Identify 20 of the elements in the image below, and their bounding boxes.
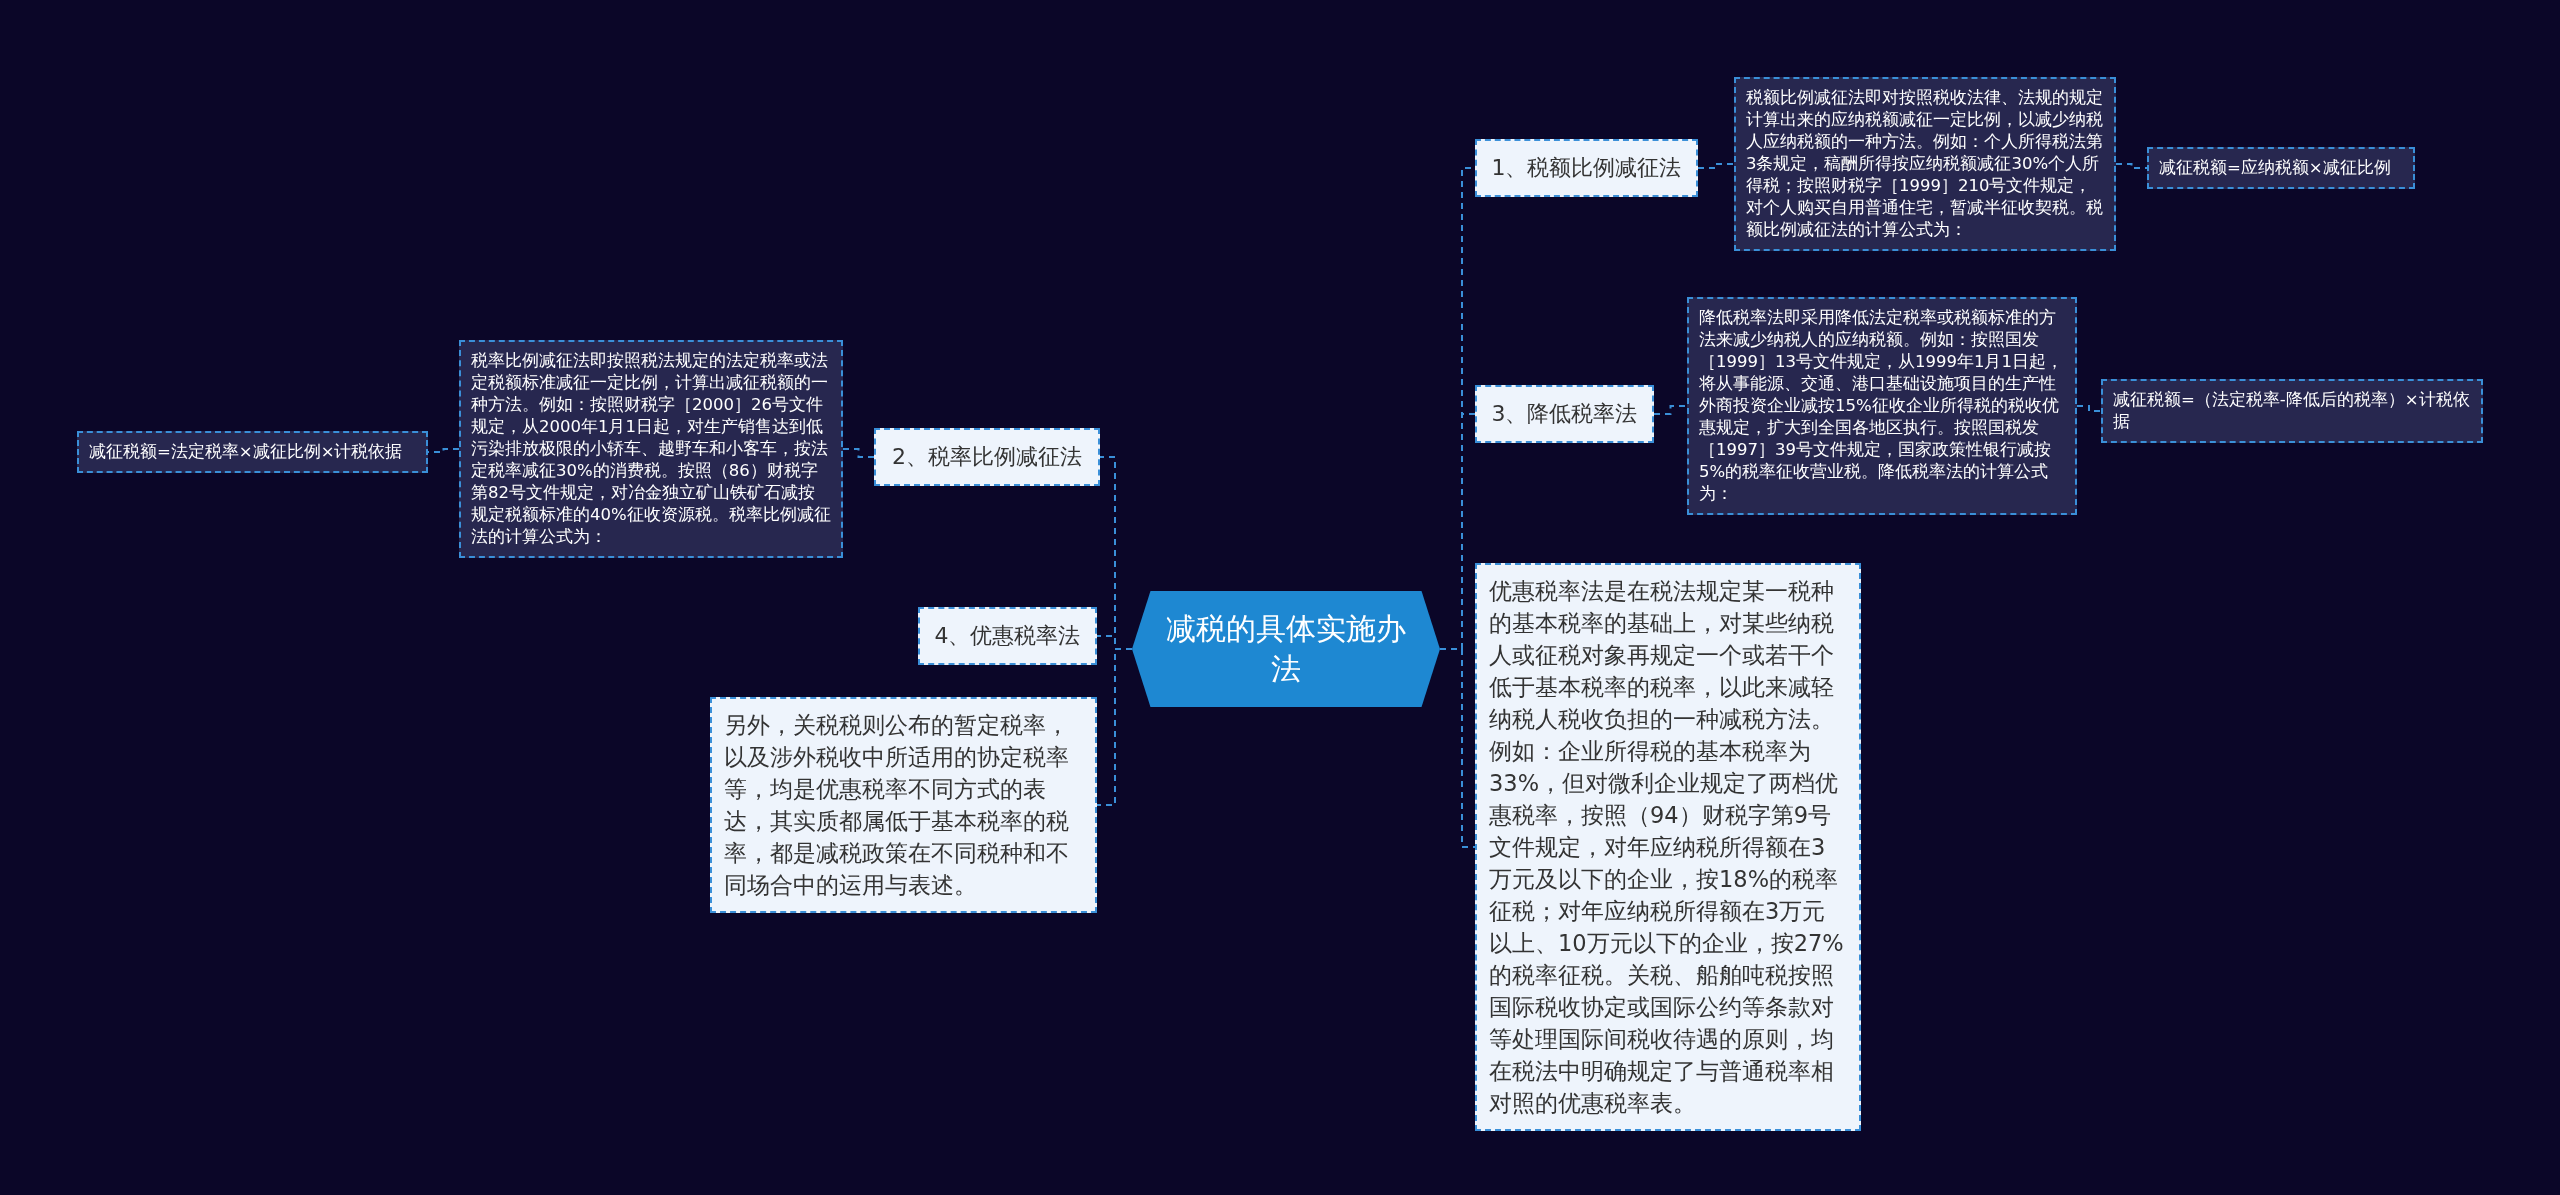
central-topic: 减税的具体实施办法 <box>1132 591 1440 707</box>
note-box: 税额比例减征法即对按照税收法律、法规的规定计算出来的应纳税额减征一定比例，以减少纳税人应纳税额的一种方法。例如：个人所得税法第3条规定，稿酬所得按应纳税额减征30%个人所得税；按照财税字［1999］210号文件规定，对个人购买自用普通住宅，暂减半征收契税。税额比例减征法的计算公式为： <box>1734 77 2116 251</box>
connector-line <box>2076 405 2102 412</box>
topic-box: 2、税率比例减征法 <box>874 428 1100 486</box>
note-box: 降低税率法即采用降低法定税率或税额标准的方法来减少纳税人的应纳税额。例如：按照国发［1999］13号文件规定，从1999年1月1日起，将从事能源、交通、港口基础设施项目的生产性外商投资企业减按15%征收企业所得税的税收优惠规定，扩大到全国各地区执行。按照国税发［1997］39号文件规定，国家政策性银行减按5%的税率征收营业税。降低税率法的计算公式为： <box>1687 297 2077 515</box>
topic-box: 4、优惠税率法 <box>918 607 1097 665</box>
note-box: 优惠税率法是在税法规定某一税种的基本税率的基础上，对某些纳税人或征税对象再规定一个或若干个低于基本税率的税率，以此来减轻纳税人税收负担的一种减税方法。例如：企业所得税的基本税率为33%，但对微利企业规定了两档优惠税率，按照（94）财税字第9号文件规定，对年应纳税所得额在3万元及以下的企业，按18%的税率征税；对年应纳税所得额在3万元以上、10万元以下的企业，按27%的税率征税。关税、船舶吨税按照国际税收协定或国际公约等条款对等处理国际间税收待遇的原则，均在税法中明确规定了与普通税率相对照的优惠税率表。 <box>1475 563 1861 1131</box>
connector-line <box>2115 163 2148 169</box>
note-box: 税率比例减征法即按照税法规定的法定税率或法定税额标准减征一定比例，计算出减征税额的一种方法。例如：按照财税字［2000］26号文件规定，从2000年1月1日起，对生产销售达到低污染排放极限的小轿车、越野车和小客车，按法定税率减征30%的消费税。按照（86）财税字第82号文件规定，对冶金独立矿山铁矿石减按规定税额标准的40%征收资源税。税率比例减征法的计算公式为： <box>459 340 843 558</box>
connector-line <box>1439 648 1476 848</box>
connector-line <box>842 448 875 458</box>
note-box: 另外，关税税则公布的暂定税率，以及涉外税收中所适用的协定税率等，均是优惠税率不同方式的表达，其实质都属低于基本税率的税率，都是减税政策在不同税种和不同场合中的运用与表述。 <box>710 697 1097 913</box>
topic-box: 3、降低税率法 <box>1475 385 1654 443</box>
connector-line <box>1653 405 1688 415</box>
connector-line <box>1096 648 1133 806</box>
formula-box: 减征税额=（法定税率-降低后的税率）×计税依据 <box>2101 379 2483 443</box>
formula-box: 减征税额=法定税率×减征比例×计税依据 <box>77 431 428 473</box>
formula-box: 减征税额=应纳税额×减征比例 <box>2147 147 2415 189</box>
topic-box: 1、税额比例减征法 <box>1475 139 1698 197</box>
connector-line <box>1697 163 1735 169</box>
